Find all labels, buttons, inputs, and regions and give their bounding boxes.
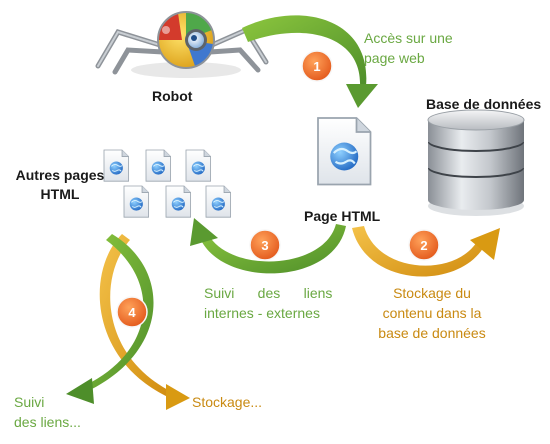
arrow-step-2 [352, 226, 500, 277]
robot-label: Robot [152, 88, 193, 104]
step-2-text-line3: base de données [378, 325, 486, 341]
bottom-orange-label: Stockage... [192, 394, 263, 410]
step-badge-3: 3 [249, 229, 281, 261]
step-2-text-line2: contenu dans la [382, 305, 482, 321]
step-badge-4: 4 [116, 296, 148, 328]
bottom-green-line2: des liens... [14, 414, 81, 430]
html-page-icon [185, 149, 212, 182]
other-pages-label-line1: Autres pages [15, 167, 105, 183]
other-pages-label-line2: HTML [40, 186, 80, 202]
step-4-number: 4 [128, 305, 136, 320]
step-badge-2: 2 [408, 229, 440, 261]
html-page-icon [316, 116, 372, 186]
step-1-text-line1: Accès sur une [364, 30, 453, 46]
step-1-number: 1 [313, 59, 320, 74]
arrow-step-4-orange [99, 234, 190, 410]
page-html-label: Page HTML [304, 208, 381, 224]
arrow-step-4-green [66, 234, 154, 404]
step-3-text-line2: internes - externes [204, 305, 320, 321]
step-3-number: 3 [261, 238, 268, 253]
other-pages-icons [103, 149, 232, 218]
database-label: Base de données [426, 96, 542, 112]
html-page-icon [165, 185, 192, 218]
step-badge-1: 1 [301, 50, 333, 82]
html-page-icon [145, 149, 172, 182]
step-1-text-line2: page web [364, 50, 425, 66]
step-2-text-line1: Stockage du [393, 285, 471, 301]
arrow-step-1 [242, 15, 378, 108]
bottom-green-line1: Suivi [14, 394, 45, 410]
database-icon [427, 109, 525, 216]
robot-spider-icon [95, 11, 269, 78]
html-page-icon [123, 185, 150, 218]
html-page-icon [205, 185, 232, 218]
arrow-step-3 [190, 218, 346, 274]
step-3-text-line1: Suivi des liens [204, 285, 333, 301]
step-2-number: 2 [420, 238, 427, 253]
